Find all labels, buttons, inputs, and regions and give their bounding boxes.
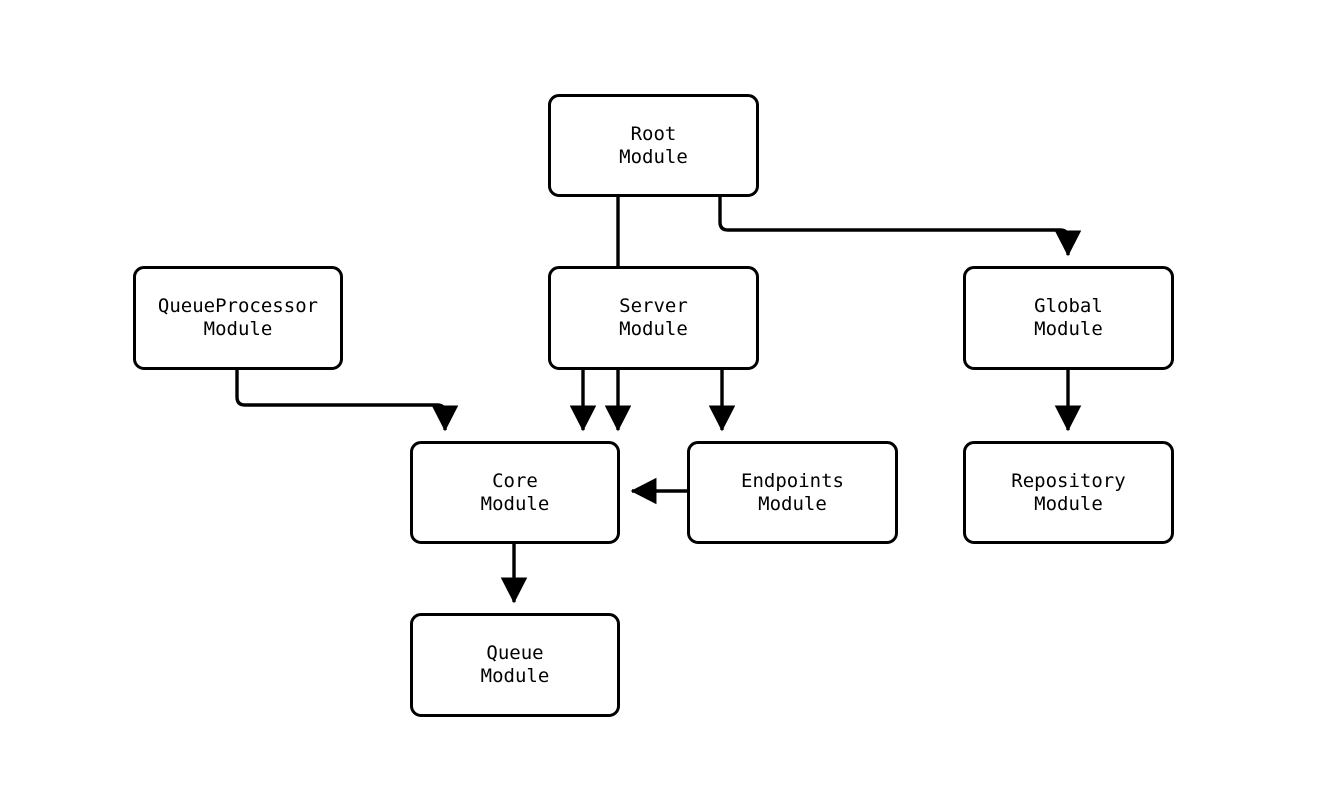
node-queueprocessor-module-line1: QueueProcessor [157,295,319,317]
node-queueprocessor-module[interactable]: QueueProcessor Module [133,266,343,370]
node-root-module[interactable]: Root Module [548,94,759,197]
node-queue-module-line2: Module [480,665,550,687]
node-repository-module[interactable]: Repository Module [963,441,1174,544]
node-server-module-line1: Server [619,295,688,317]
node-core-module[interactable]: Core Module [410,441,620,544]
node-global-module-line1: Global [1034,295,1103,317]
edge-queueprocessor-core [235,370,459,432]
node-endpoints-module[interactable]: Endpoints Module [687,441,898,544]
node-root-module-line1: Root [630,122,677,145]
node-queue-module[interactable]: Queue Module [410,613,620,717]
node-queue-module-line1: Queue [486,642,544,664]
node-endpoints-module-line2: Module [758,492,827,515]
node-queueprocessor-module-line2: Module [203,318,273,340]
node-repository-module-line1: Repository [1011,469,1126,492]
node-endpoints-module-line1: Endpoints [741,469,844,492]
edge-root-global [718,197,1082,257]
node-core-module-line2: Module [480,492,550,515]
node-global-module-line2: Module [1034,318,1103,340]
node-server-module[interactable]: Server Module [548,266,759,370]
node-core-module-line1: Core [492,469,538,492]
node-repository-module-line2: Module [1034,492,1103,515]
node-root-module-line2: Module [619,145,688,168]
node-server-module-line2: Module [619,318,688,340]
node-global-module[interactable]: Global Module [963,266,1174,370]
